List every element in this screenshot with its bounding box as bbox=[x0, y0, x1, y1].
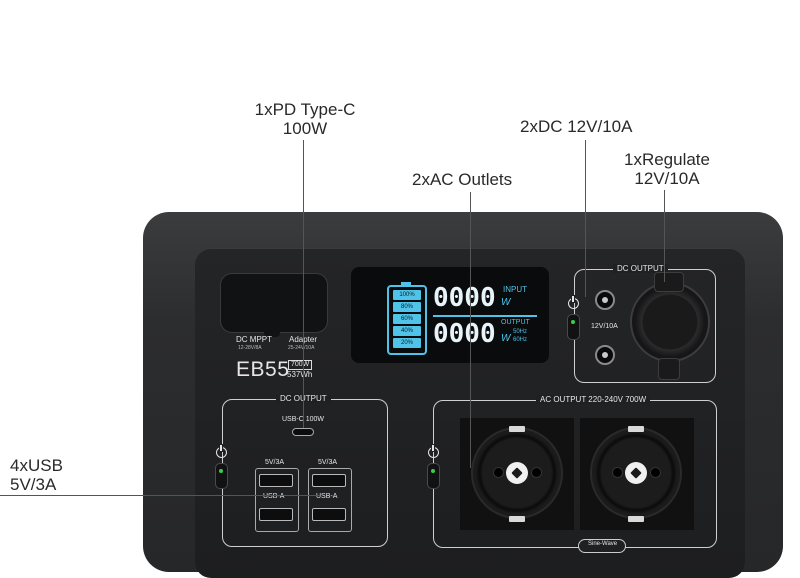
usb-a-port-4[interactable] bbox=[312, 508, 346, 521]
usb-group2-frame bbox=[308, 468, 352, 532]
sine-wave-label: Sine-Wave bbox=[588, 541, 618, 547]
model-name: EB55 bbox=[236, 358, 290, 381]
ac-power-icon bbox=[428, 445, 439, 458]
lcd-divider bbox=[433, 315, 537, 317]
ac-socket-1[interactable] bbox=[471, 426, 563, 522]
ac-output-label: AC OUTPUT 220-240V 700W bbox=[536, 395, 651, 404]
cover-notch bbox=[264, 331, 280, 337]
dc-port-12v-bottom[interactable] bbox=[595, 345, 615, 365]
battery-level-80: 80% bbox=[393, 302, 421, 312]
leader-ac-outlets bbox=[470, 192, 472, 468]
car-socket-latch bbox=[658, 358, 680, 380]
ac-socket-1-shutter bbox=[506, 462, 528, 484]
input-label: INPUT bbox=[503, 285, 527, 294]
usb-power-icon bbox=[216, 445, 227, 458]
usb-group2-label: 5V/3A bbox=[318, 459, 338, 466]
ac-socket-2-hole-left bbox=[612, 467, 623, 478]
usb-c-port[interactable] bbox=[292, 428, 314, 436]
battery-level-60: 60% bbox=[393, 314, 421, 324]
leader-pd-type-c bbox=[303, 140, 305, 428]
ac-socket-1-ground-bottom bbox=[509, 516, 525, 522]
dc-power-switch[interactable] bbox=[567, 314, 580, 340]
battery-tip bbox=[401, 282, 411, 285]
frequency-60hz: 60Hz bbox=[513, 337, 528, 343]
lcd-display: 100% 80% 60% 40% 20% 0000 INPUT W 0000 O… bbox=[351, 267, 549, 363]
ac-socket-2-ground-bottom bbox=[628, 516, 644, 522]
adapter-spec: 25-24V/10A bbox=[288, 345, 315, 351]
annotation-pd-type-c: 1xPD Type-C 100W bbox=[254, 100, 356, 138]
car-socket-cover[interactable] bbox=[630, 282, 710, 362]
output-label: OUTPUT bbox=[501, 319, 530, 326]
usb-a-port-2[interactable] bbox=[259, 508, 293, 521]
annotation-regulate: 1xRegulate 12V/10A bbox=[623, 150, 710, 188]
usb-a-label-1: USB-A bbox=[263, 493, 285, 500]
ac-socket-1-ground-top bbox=[509, 426, 525, 432]
battery-level-20: 20% bbox=[393, 338, 421, 348]
ac-socket-2-shutter bbox=[625, 462, 647, 484]
ac-power-switch[interactable] bbox=[427, 463, 440, 489]
usb-a-label-2: USB-A bbox=[316, 493, 338, 500]
output-watts-digits: 0000 bbox=[433, 319, 496, 349]
annotation-ac-outlets: 2xAC Outlets bbox=[412, 170, 513, 189]
dc-mppt-spec: 12-28V/8A bbox=[238, 345, 262, 351]
car-socket-hinge bbox=[654, 272, 684, 292]
usb-a-port-1[interactable] bbox=[259, 474, 293, 487]
leader-regulate bbox=[664, 190, 666, 282]
frequency-50hz: 50Hz bbox=[513, 329, 528, 335]
ac-socket-2-hole-right bbox=[650, 467, 661, 478]
leader-usb bbox=[0, 495, 320, 497]
output-unit: W bbox=[501, 333, 511, 344]
ac-socket-1-hole-right bbox=[531, 467, 542, 478]
dc-12v-label: 12V/10A bbox=[591, 323, 618, 330]
dc-mppt-label: DC MPPT bbox=[236, 335, 272, 344]
input-watts-digits: 0000 bbox=[433, 283, 496, 313]
battery-indicator: 100% 80% 60% 40% 20% bbox=[387, 282, 427, 355]
usb-group1-label: 5V/3A bbox=[265, 459, 285, 466]
ac-socket-2[interactable] bbox=[590, 426, 682, 522]
dc-power-icon bbox=[568, 296, 579, 309]
ac-socket-2-ground-top bbox=[628, 426, 644, 432]
usb-a-port-3[interactable] bbox=[312, 474, 346, 487]
ac-socket-1-hole-left bbox=[493, 467, 504, 478]
sine-wave-badge bbox=[578, 539, 626, 553]
battery-level-100: 100% bbox=[393, 290, 421, 300]
annotation-usb: 4xUSB 5V/3A bbox=[10, 456, 63, 494]
capacity-label: 537Wh bbox=[287, 370, 313, 379]
power-rating-badge: 700W bbox=[288, 360, 313, 370]
input-unit: W bbox=[501, 297, 511, 308]
annotation-dc-12v: 2xDC 12V/10A bbox=[520, 117, 633, 136]
input-port-cover[interactable] bbox=[220, 273, 328, 333]
battery-level-40: 40% bbox=[393, 326, 421, 336]
usb-power-switch[interactable] bbox=[215, 463, 228, 489]
dc-output-right-label: DC OUTPUT bbox=[613, 264, 668, 273]
leader-dc-12v bbox=[585, 140, 587, 297]
dc-port-12v-top[interactable] bbox=[595, 290, 615, 310]
usb-group1-frame bbox=[255, 468, 299, 532]
